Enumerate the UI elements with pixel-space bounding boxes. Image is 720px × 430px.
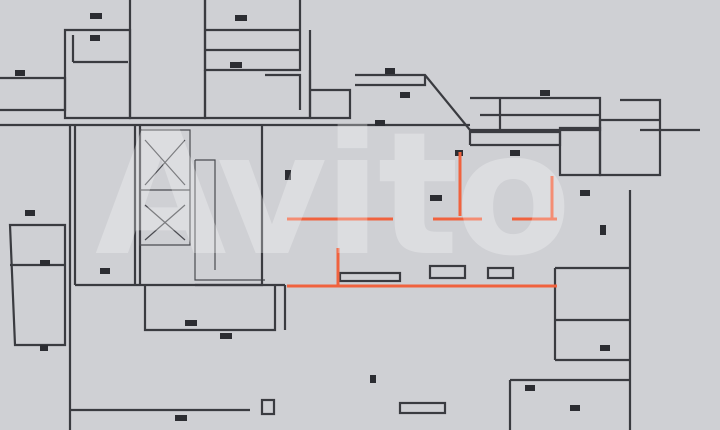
dimension-labels bbox=[15, 13, 610, 421]
walls bbox=[0, 0, 700, 430]
avito-watermark: Avito bbox=[95, 96, 572, 294]
markup-lines bbox=[287, 152, 557, 288]
